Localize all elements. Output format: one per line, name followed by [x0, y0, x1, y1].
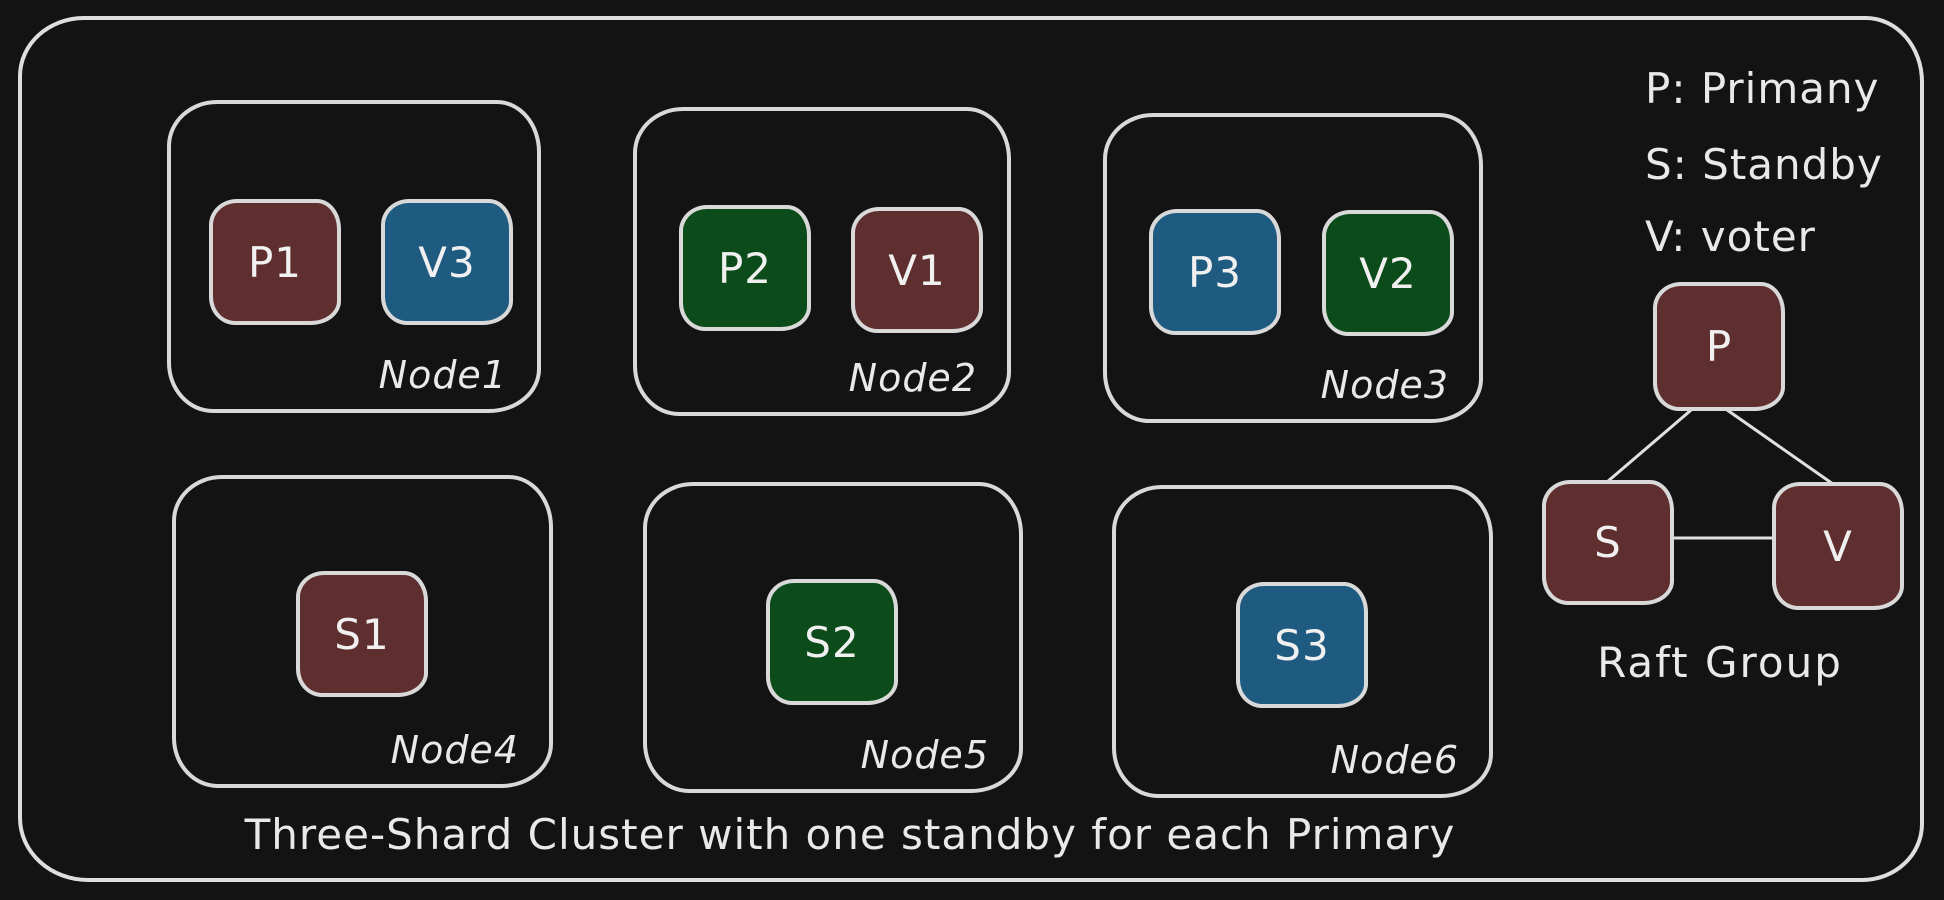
- raft-member-p: P: [1653, 282, 1785, 411]
- node-label-node5: Node5: [860, 733, 989, 777]
- node-box-node5: S2 Node5: [643, 482, 1023, 793]
- node-box-node2: P2 V1 Node2: [633, 107, 1011, 416]
- shard-chip-v3: V3: [381, 199, 513, 325]
- node-label-node2: Node2: [848, 356, 977, 400]
- shard-chip-v2: V2: [1322, 210, 1454, 336]
- shard-chip-p2: P2: [679, 205, 811, 331]
- shard-chip-p1: P1: [209, 199, 341, 325]
- node-box-node3: P3 V2 Node3: [1103, 113, 1483, 423]
- legend-item-voter: V: voter: [1645, 212, 1816, 261]
- shard-chip-p3: P3: [1149, 209, 1281, 335]
- node-box-node4: S1 Node4: [172, 475, 553, 788]
- legend-item-standby: S: Standby: [1645, 140, 1883, 189]
- node-box-node6: S3 Node6: [1112, 485, 1493, 798]
- raft-member-v: V: [1772, 482, 1904, 610]
- raft-member-s: S: [1542, 480, 1674, 605]
- raft-connection-lines: [1606, 403, 1834, 540]
- raft-group-title: Raft Group: [1597, 638, 1843, 687]
- raft-line-p-v: [1719, 403, 1834, 486]
- shard-chip-s3: S3: [1236, 582, 1368, 708]
- node-label-node1: Node1: [378, 353, 507, 397]
- legend-item-primary: P: Primany: [1645, 64, 1880, 113]
- node-box-node1: P1 V3 Node1: [167, 100, 541, 413]
- node-label-node6: Node6: [1330, 738, 1459, 782]
- node-label-node4: Node4: [390, 728, 519, 772]
- shard-chip-s1: S1: [296, 571, 428, 697]
- raft-line-p-s: [1606, 403, 1698, 484]
- node-label-node3: Node3: [1320, 363, 1449, 407]
- shard-chip-v1: V1: [851, 207, 983, 333]
- outer-frame: [18, 16, 1924, 882]
- shard-chip-s2: S2: [766, 579, 898, 705]
- diagram-caption: Three-Shard Cluster with one standby for…: [244, 810, 1456, 859]
